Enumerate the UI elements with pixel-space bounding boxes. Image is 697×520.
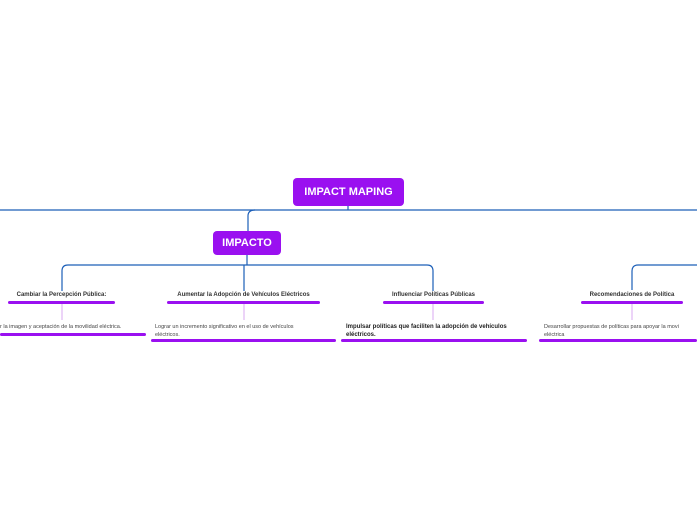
- note-percepcion[interactable]: r la imagen y aceptación de la movilidad…: [0, 323, 121, 331]
- note-recomendaciones-line1: Desarrollar propuestas de políticas para…: [544, 324, 679, 330]
- topic-adopcion[interactable]: Aumentar la Adopción de Vehículos Eléctr…: [167, 292, 320, 298]
- topic-adopcion-label: Aumentar la Adopción de Vehículos Eléctr…: [177, 292, 310, 298]
- note-politicas[interactable]: Impulsar políticas que faciliten la adop…: [346, 323, 507, 339]
- topic-recomendaciones-underline: [581, 301, 683, 304]
- topic3-connector: [247, 264, 434, 291]
- topic-recomendaciones[interactable]: Recomendaciones de Política: [581, 292, 683, 298]
- note-recomendaciones-underline: [539, 339, 697, 342]
- impacto-node[interactable]: IMPACTO: [213, 231, 281, 255]
- topic-politicas[interactable]: Influenciar Políticas Públicas: [383, 292, 484, 298]
- note-politicas-line2: eléctricos.: [346, 332, 376, 338]
- topic-adopcion-underline: [167, 301, 320, 304]
- note-adopcion-line2: eléctricos.: [155, 332, 180, 338]
- topic-recomendaciones-label: Recomendaciones de Política: [589, 292, 675, 298]
- topic-percepcion-underline: [8, 301, 115, 304]
- note-adopcion-underline: [151, 339, 336, 342]
- root-label: IMPACT MAPING: [304, 186, 393, 198]
- note-recomendaciones-line2: eléctrica: [544, 332, 565, 338]
- note-percepcion-underline: [0, 333, 146, 336]
- note-politicas-line1: Impulsar políticas que faciliten la adop…: [346, 324, 507, 330]
- note-percepcion-text: r la imagen y aceptación de la movilidad…: [0, 324, 122, 330]
- note-recomendaciones[interactable]: Desarrollar propuestas de políticas para…: [544, 323, 697, 339]
- topic-politicas-label: Influenciar Políticas Públicas: [391, 292, 476, 298]
- topic-politicas-underline: [383, 301, 484, 304]
- topic1-connector: [61, 264, 247, 291]
- note-adopcion-line1: Lograr un incremento significativo en el…: [155, 324, 294, 330]
- root-node[interactable]: IMPACT MAPING: [293, 178, 404, 206]
- recomendaciones-connector: [631, 264, 697, 290]
- topic-percepcion[interactable]: Cambiar la Percepción Pública:: [8, 292, 115, 298]
- topic-percepcion-label: Cambiar la Percepción Pública:: [16, 292, 107, 298]
- impacto-label: IMPACTO: [222, 237, 272, 249]
- note-politicas-underline: [341, 339, 527, 342]
- note-adopcion[interactable]: Lograr un incremento significativo en el…: [155, 323, 294, 339]
- impacto-connector: [247, 209, 256, 231]
